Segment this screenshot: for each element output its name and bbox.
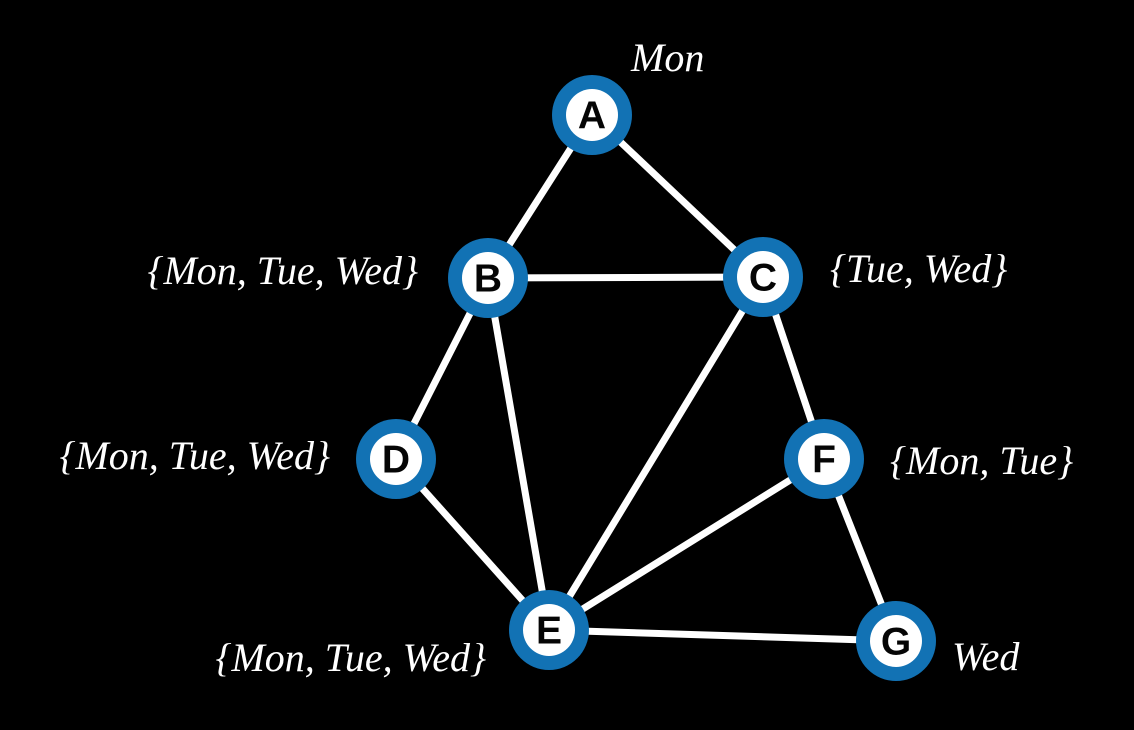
node-face-A [566,89,618,141]
node-letter-E: E [536,610,562,653]
edge-B-C [484,273,767,282]
domain-label-E: {Mon, Tue, Wed} [215,635,486,680]
node-letter-F: F [812,439,836,482]
node-letter-C: C [749,257,777,300]
domain-label-B: {Mon, Tue, Wed} [147,248,418,293]
domain-label-G: Wed [952,634,1020,679]
node-B: B [448,238,528,318]
node-face-B [462,252,514,304]
edge-layer [392,111,900,645]
node-layer: A B C D E F G [356,75,936,681]
node-A: A [552,75,632,155]
domain-label-A: Mon [630,35,704,80]
node-face-G [870,615,922,667]
edge-C-E [545,273,767,634]
node-F: F [784,419,864,499]
edge-E-G [545,626,900,645]
node-face-E [523,604,575,656]
node-letter-G: G [881,621,911,664]
node-face-C [737,251,789,303]
domain-label-C: {Tue, Wed} [830,246,1007,291]
node-face-F [798,433,850,485]
domain-label-D: {Mon, Tue, Wed} [59,433,330,478]
node-letter-D: D [382,439,410,482]
node-letter-A: A [578,95,606,138]
edge-B-E [484,274,553,634]
node-letter-B: B [474,258,502,301]
node-C: C [723,237,803,317]
node-E: E [509,590,589,670]
node-D: D [356,419,436,499]
edge-E-F [545,455,828,634]
node-G: G [856,601,936,681]
label-layer: Mon {Mon, Tue, Wed} {Tue, Wed} {Mon, Tue, W… [59,35,1073,680]
node-face-D [370,433,422,485]
domain-label-F: {Mon, Tue} [890,438,1073,483]
